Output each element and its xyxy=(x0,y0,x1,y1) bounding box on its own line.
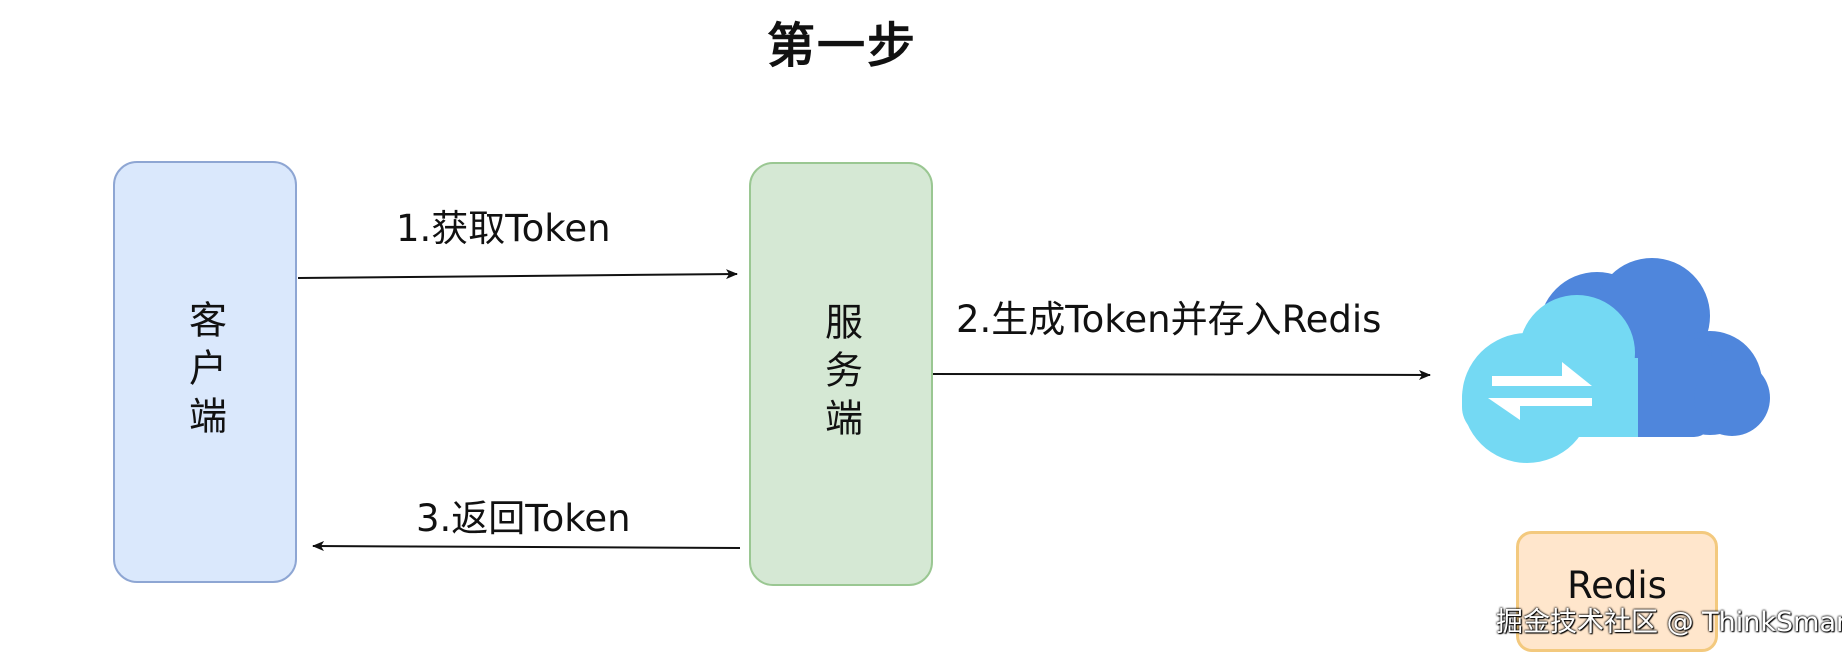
redis-node: Redis xyxy=(1516,531,1718,652)
cloud-sync-icon xyxy=(1462,258,1770,463)
server-node: 服务端 xyxy=(749,162,933,586)
watermark: 掘金技术社区 @ ThinkSmart xyxy=(1496,607,1842,638)
client-label: 客户端 xyxy=(182,300,227,444)
diagram-title: 第一步 xyxy=(766,18,917,74)
edge-label-get-token: 1.获取Token xyxy=(396,207,611,250)
edge-get-token xyxy=(297,269,738,280)
redis-label: Redis xyxy=(1567,564,1667,607)
client-node: 客户端 xyxy=(113,161,297,583)
edge-label-generate-store: 2.生成Token并存入Redis xyxy=(956,298,1382,341)
server-label: 服务端 xyxy=(818,302,863,446)
edge-generate-store xyxy=(932,369,1431,380)
edge-return-token xyxy=(312,541,741,552)
edge-label-return-token: 3.返回Token xyxy=(416,497,631,540)
